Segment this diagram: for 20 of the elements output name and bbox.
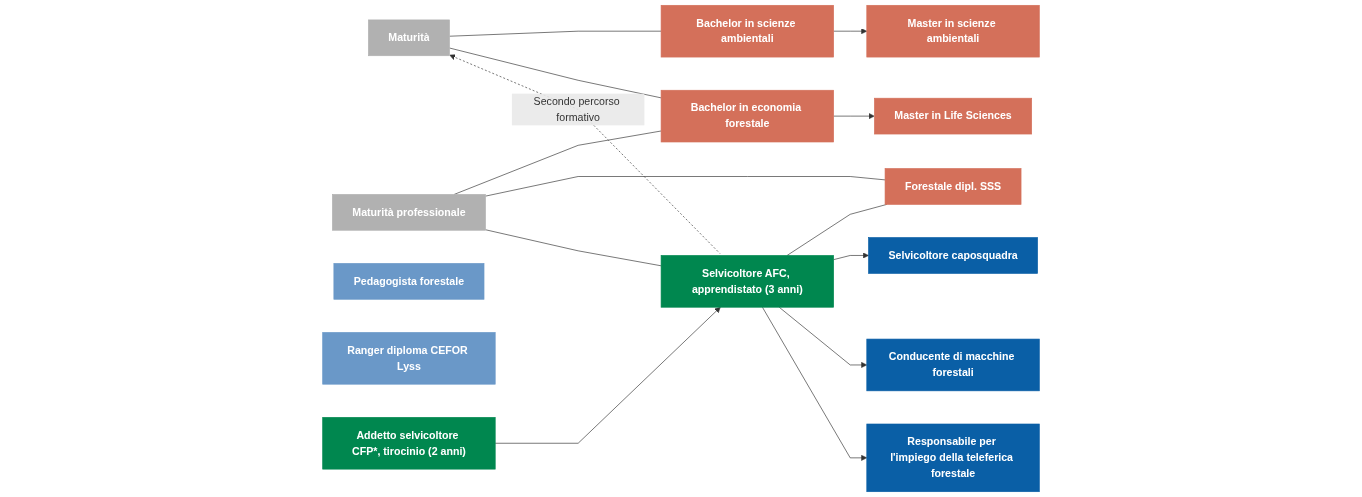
connector [485, 229, 662, 267]
node-box: Selvicoltore AFC, apprendistato (3 anni) [660, 255, 834, 308]
node-box: Conducente di macchine forestali [866, 338, 1040, 392]
node-box: Maturità professionale [332, 194, 486, 231]
node-box: Ranger diploma CEFOR Lyss [322, 332, 496, 385]
node-box: Selvicoltore caposquadra [868, 237, 1038, 274]
connector [449, 47, 662, 99]
node-box: Addetto selvicoltore CFP*, tirocinio (2 anni) [322, 417, 496, 470]
node-box: Forestale dipl. SSS [884, 168, 1022, 205]
node-box: Master in Life Sciences [874, 97, 1032, 135]
node-box: Maturità [368, 19, 450, 57]
connector [485, 176, 886, 197]
node-box: Pedagogista forestale [333, 263, 485, 300]
edge-label: Secondo percorso formativo [533, 95, 620, 123]
node-box: Bachelor in economia forestale [660, 89, 834, 143]
node-box: Responsabile per l'impiego della teleferica forestale [866, 423, 1040, 492]
node-box: Bachelor in scienze ambientali [660, 4, 834, 58]
node-box: Master in scienze ambientali [866, 4, 1040, 58]
connector [449, 30, 662, 37]
connector [786, 204, 888, 256]
